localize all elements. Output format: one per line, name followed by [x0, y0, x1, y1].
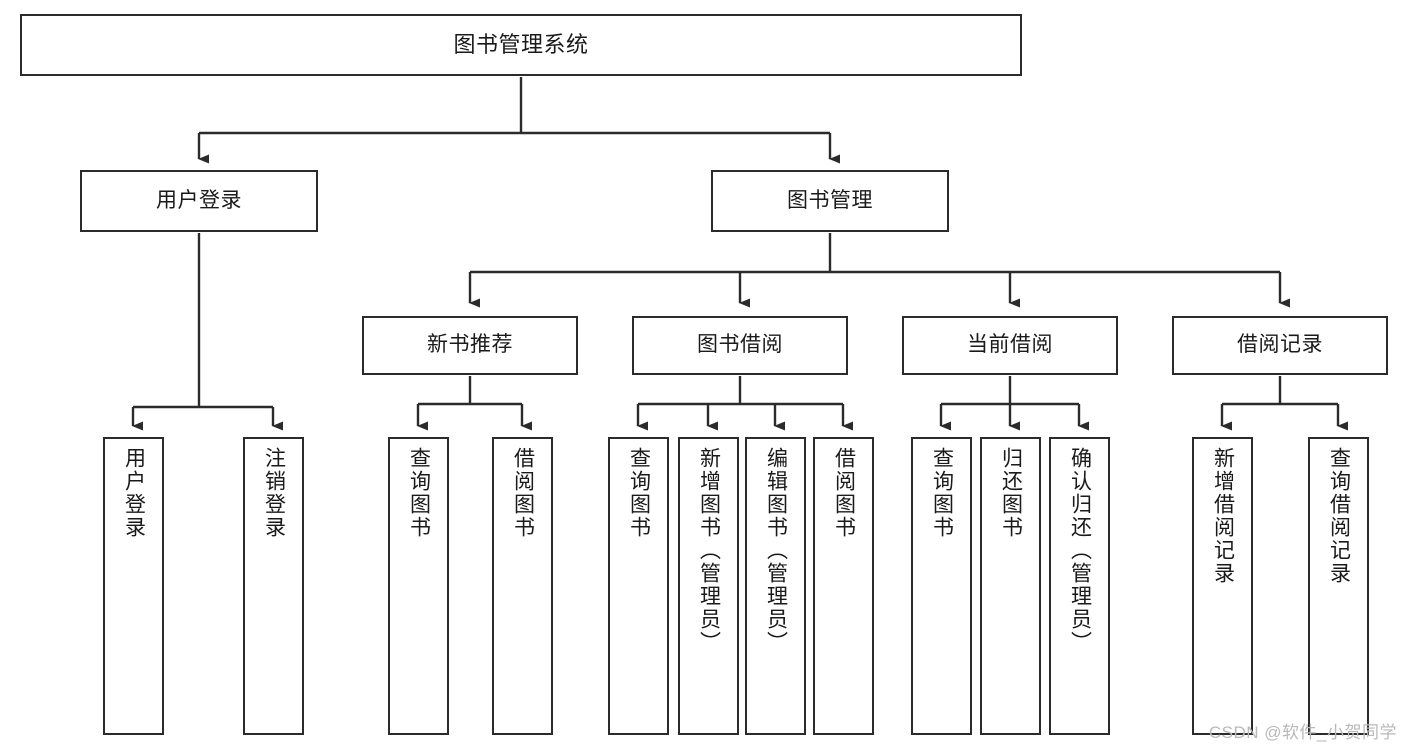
- leaf-user-login-login[interactable]: 用户登录: [103, 437, 164, 735]
- node-book-borrow[interactable]: 图书借阅: [632, 316, 848, 375]
- leaf-borrow-record-add[interactable]: 新增借阅记录: [1192, 437, 1253, 735]
- leaf-borrow-record-query[interactable]: 查询借阅记录: [1308, 437, 1369, 735]
- leaf-current-borrow-query[interactable]: 查询图书: [911, 437, 972, 735]
- node-label: 用户登录: [156, 188, 242, 212]
- leaf-book-borrow-query[interactable]: 查询图书: [608, 437, 669, 735]
- node-label: 新增借阅记录: [1211, 447, 1235, 585]
- node-current-borrow[interactable]: 当前借阅: [902, 316, 1118, 375]
- node-label: 借阅记录: [1237, 333, 1323, 357]
- leaf-new-book-query[interactable]: 查询图书: [388, 437, 449, 735]
- node-user-login[interactable]: 用户登录: [80, 170, 318, 232]
- node-label: 确认归还（管理员）: [1068, 447, 1092, 654]
- node-label: 查询图书: [930, 447, 954, 539]
- node-borrow-record[interactable]: 借阅记录: [1172, 316, 1388, 375]
- leaf-user-login-logout[interactable]: 注销登录: [243, 437, 304, 735]
- node-label: 归还图书: [999, 447, 1023, 539]
- node-label: 新增图书（管理员）: [697, 447, 721, 654]
- node-label: 图书管理: [787, 188, 873, 212]
- node-root-book-management-system[interactable]: 图书管理系统: [20, 14, 1022, 76]
- node-label: 图书借阅: [697, 333, 783, 357]
- node-label: 查询图书: [627, 447, 651, 539]
- leaf-current-borrow-return[interactable]: 归还图书: [980, 437, 1041, 735]
- node-label: 注销登录: [262, 447, 286, 539]
- leaf-book-borrow-borrow[interactable]: 借阅图书: [813, 437, 874, 735]
- leaf-book-borrow-edit[interactable]: 编辑图书（管理员）: [745, 437, 806, 735]
- node-label: 借阅图书: [832, 447, 856, 539]
- leaf-current-borrow-confirm-return[interactable]: 确认归还（管理员）: [1049, 437, 1110, 735]
- node-label: 编辑图书（管理员）: [764, 447, 788, 654]
- node-label: 用户登录: [122, 447, 146, 539]
- node-label: 查询借阅记录: [1327, 447, 1351, 585]
- node-label: 当前借阅: [967, 333, 1053, 357]
- node-book-management[interactable]: 图书管理: [711, 170, 949, 232]
- csdn-watermark: CSDN @软件_小贺同学: [1208, 723, 1397, 742]
- leaf-new-book-borrow[interactable]: 借阅图书: [492, 437, 553, 735]
- node-label: 查询图书: [407, 447, 431, 539]
- node-new-book-recommend[interactable]: 新书推荐: [362, 316, 578, 375]
- node-label: 借阅图书: [511, 447, 535, 539]
- node-label: 新书推荐: [427, 333, 513, 357]
- node-label: 图书管理系统: [453, 32, 589, 58]
- leaf-book-borrow-add[interactable]: 新增图书（管理员）: [678, 437, 739, 735]
